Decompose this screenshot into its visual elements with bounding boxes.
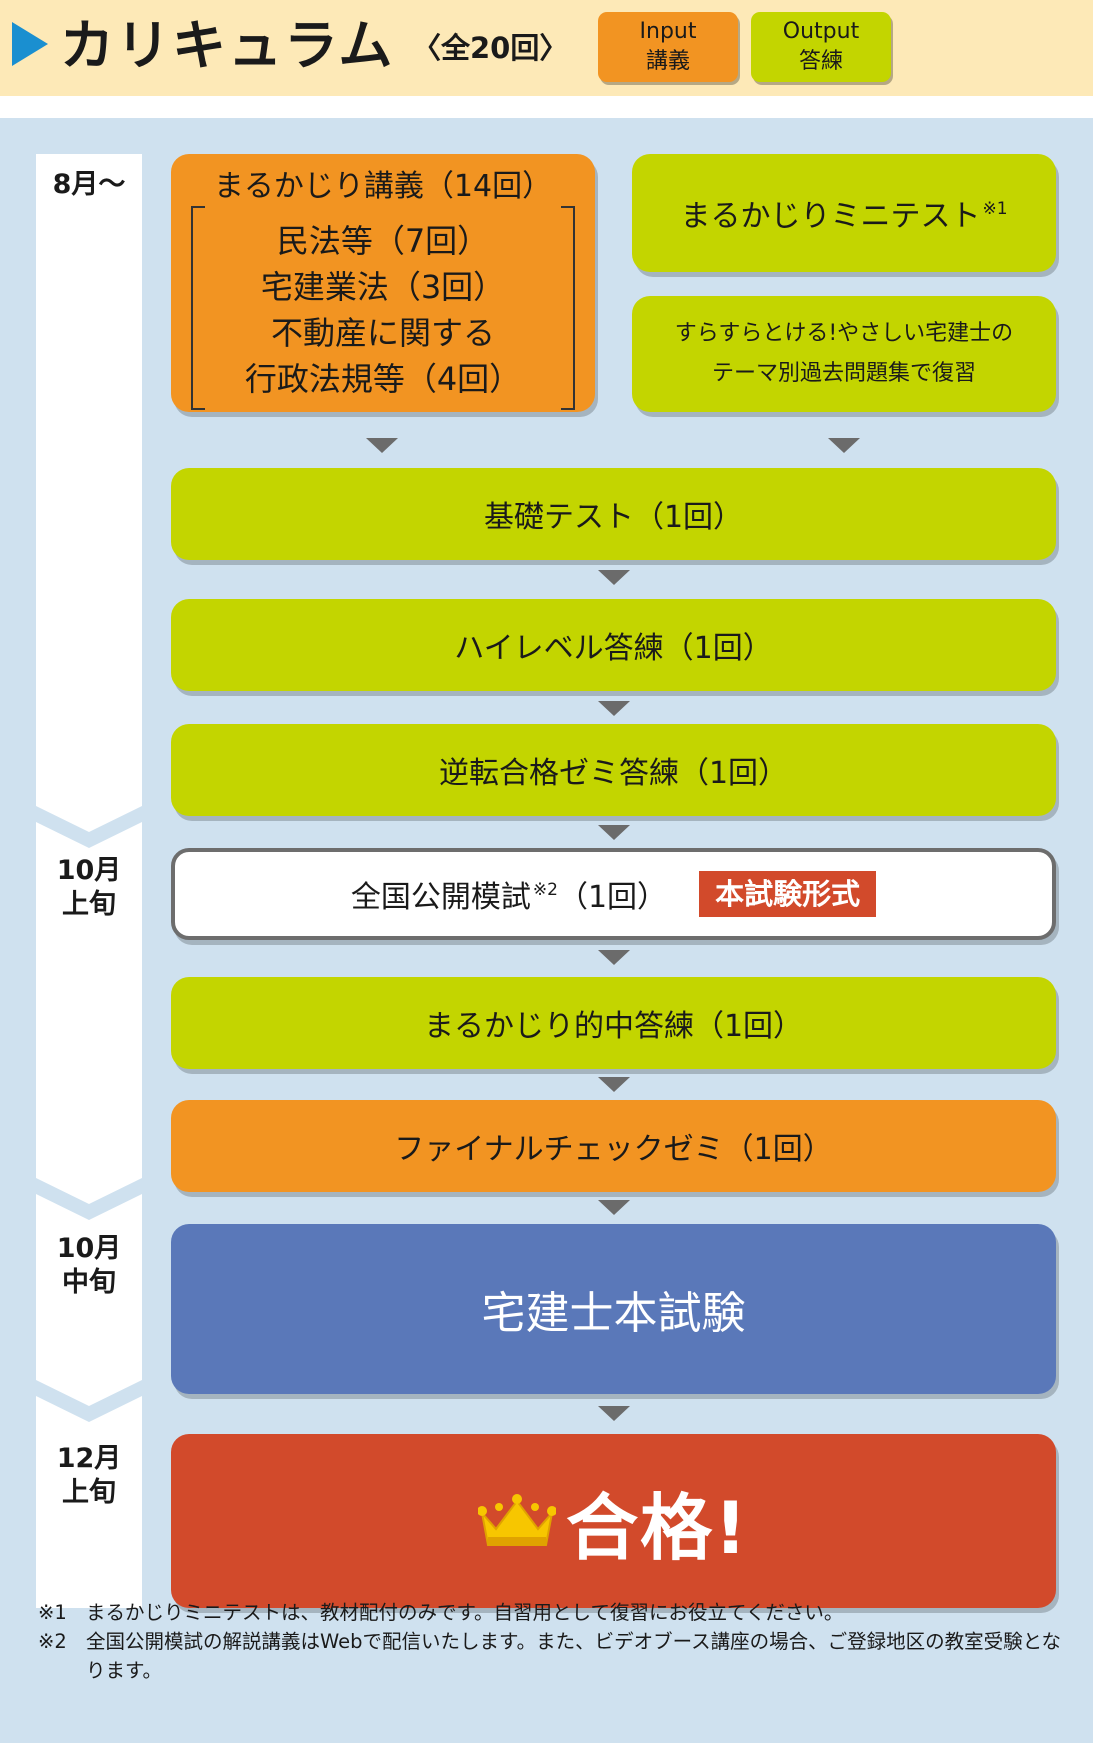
footnote-2: ※2 全国公開模試の解説講義はWebで配信いたします。また、ビデオブース講座の場… [38,1627,1078,1685]
lecture-item-civil-law: 民法等（7回） [276,222,490,260]
timeline-column [36,154,142,1608]
pass-label: 合格! [566,1485,749,1570]
high-level-drill-box: ハイレベル答練（1回） [171,599,1056,691]
mock-exam-label: 全国公開模試 [350,880,531,915]
mock-exam-note: ※2 [532,880,558,900]
arrow-down-icon [598,825,630,840]
marukajiri-hit-drill-box: まるかじり的中答練（1回） [171,977,1056,1069]
national-mock-exam-box: 全国公開模試※2（1回） 本試験形式 [171,848,1056,940]
high-level-drill-label: ハイレベル答練（1回） [454,631,773,666]
timeline-october-month: 10月 [56,855,122,886]
timeline-august: 8月〜 [52,169,126,200]
timeline-october-mid: 10月 中旬 [36,1232,142,1300]
legend-output-en: Output [782,19,860,44]
exam-format-badge: 本試験形式 [699,871,877,917]
arrow-down-icon [828,438,860,453]
legend-input-ja: 講義 [645,49,690,74]
total-sessions: 〈全20回〉 [412,31,569,65]
reversal-seminar-box: 逆転合格ゼミ答練（1回） [171,724,1056,816]
curriculum-panel: 8月〜 10月 上旬 10月 中旬 12月 上旬 まるかじり講義（14回） 民法… [0,118,1093,1743]
lecture-title: まるかじり講義（14回） [213,169,553,204]
header: カリキュラム 〈全20回〉 Input 講義 Output 答練 [0,0,1093,96]
timeline-october-mid-month: 10月 [56,1233,122,1264]
footnotes: ※1 まるかじりミニテストは、教材配付のみです。自習用として復習にお役立てくださ… [38,1598,1078,1685]
timeline-october-early: 10月 上旬 [36,854,142,922]
arrow-down-icon [598,1077,630,1092]
arrow-down-icon [598,1200,630,1215]
mock-exam-count: （1回） [557,880,668,915]
marukajiri-lecture-box: まるかじり講義（14回） 民法等（7回） 宅建業法（3回） 不動産に関する 行政… [171,154,595,412]
timeline-october-period: 上旬 [62,889,116,920]
timeline-october-mid-period: 中旬 [62,1267,116,1298]
basic-test-label: 基礎テスト（1回） [483,500,744,535]
footnote-1-mark: ※1 [38,1601,67,1624]
legend-input-en: Input [639,19,697,44]
final-check-seminar-label: ファイナルチェックゼミ（1回） [394,1132,833,1167]
footnote-1: ※1 まるかじりミニテストは、教材配付のみです。自習用として復習にお役立てくださ… [38,1598,1078,1627]
lecture-item-admin-law: 行政法規等（4回） [244,360,522,398]
legend-output: Output 答練 [751,12,891,82]
arrow-down-icon [598,1406,630,1421]
arrow-down-icon [598,701,630,716]
footnote-1-text: まるかじりミニテストは、教材配付のみです。自習用として復習にお役立てください。 [86,1601,844,1624]
basic-test-box: 基礎テスト（1回） [171,468,1056,560]
arrow-down-icon [366,438,398,453]
main-exam-box: 宅建士本試験 [171,1224,1056,1394]
marukajiri-hit-drill-label: まるかじり的中答練（1回） [423,1009,804,1044]
lecture-item-real-estate: 不動産に関する [270,314,495,352]
legend-output-ja: 答練 [798,49,843,74]
bracket-left [191,206,205,410]
main-exam-label: 宅建士本試験 [481,1288,746,1339]
bracket-right [561,206,575,410]
timeline-december-month: 12月 [56,1443,122,1474]
review-line-1: すらすらとける!やさしい宅建士の [674,321,1014,346]
mini-test-label: まるかじりミニテスト [680,199,981,234]
mini-test-note: ※1 [982,199,1008,219]
timeline-december-early: 12月 上旬 [36,1442,142,1510]
arrow-down-icon [598,950,630,965]
final-check-seminar-box: ファイナルチェックゼミ（1回） [171,1100,1056,1192]
lecture-breakdown: 民法等（7回） 宅建業法（3回） 不動産に関する 行政法規等（4回） [245,218,521,402]
crown-icon [478,1494,557,1546]
review-line-2: テーマ別過去問題集で復習 [711,361,976,386]
timeline-december-period: 上旬 [62,1477,116,1508]
legend-input: Input 講義 [598,12,738,82]
lecture-item-business-law: 宅建業法（3回） [260,268,506,306]
footnote-2-mark: ※2 [38,1630,67,1653]
reversal-seminar-label: 逆転合格ゼミ答練（1回） [438,756,789,791]
pass-box: 合格! [171,1434,1056,1608]
footnote-2-text: 全国公開模試の解説講義はWebで配信いたします。また、ビデオブース講座の場合、ご… [86,1630,1062,1682]
play-arrow-icon [12,22,48,66]
arrow-down-icon [598,570,630,585]
mini-test-box: まるかじりミニテスト※1 [632,154,1056,272]
review-box: すらすらとける!やさしい宅建士の テーマ別過去問題集で復習 [632,296,1056,412]
page-title: カリキュラム [60,14,395,77]
